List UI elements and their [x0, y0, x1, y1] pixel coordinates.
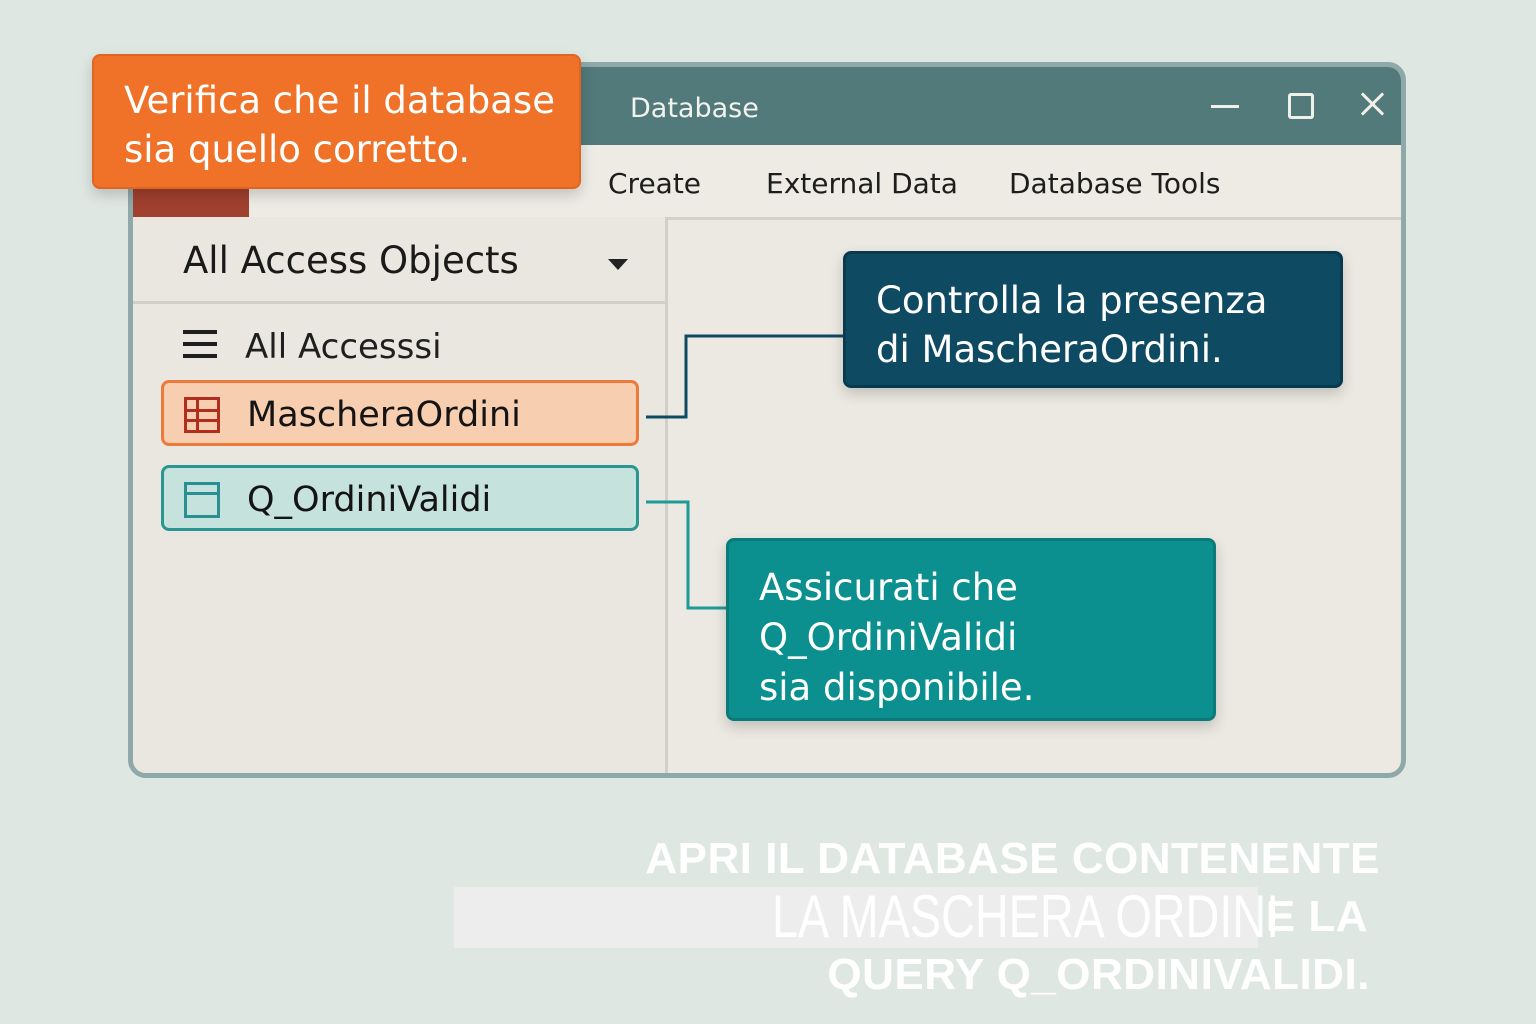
nav-item-q-ordinivalidi[interactable]: Q_OrdiniValidi	[161, 465, 639, 531]
caption-highlight-band	[454, 887, 1258, 948]
group-label: All Accesssi	[245, 327, 442, 367]
tab-external-data[interactable]: External Data	[766, 167, 958, 200]
caption-line-1: APRI IL DATABASE CONTENENTE	[645, 834, 1380, 883]
maximize-icon[interactable]	[1278, 85, 1322, 125]
tab-create[interactable]: Create	[608, 167, 702, 200]
callout-text: Q_OrdiniValidi	[759, 616, 1018, 659]
menu-icon	[183, 330, 217, 358]
callout-text: sia disponibile.	[759, 666, 1035, 709]
close-icon[interactable]	[1351, 85, 1395, 125]
navigation-pane: All Access Objects All Accesssi Maschera…	[133, 217, 668, 773]
window-title: Database	[630, 93, 759, 124]
callout-check-query: Assicurati che Q_OrdiniValidi sia dispon…	[726, 538, 1216, 721]
chevron-down-icon[interactable]	[608, 259, 628, 270]
navigation-pane-header[interactable]: All Access Objects	[133, 217, 665, 304]
minimize-icon[interactable]	[1203, 85, 1247, 125]
navigation-pane-title: All Access Objects	[183, 239, 519, 282]
form-icon	[184, 482, 220, 518]
callout-check-mascheraordini: Controlla la presenza di MascheraOrdini.	[843, 251, 1343, 388]
callout-text: Assicurati che	[759, 566, 1018, 609]
nav-item-label: MascheraOrdini	[247, 395, 521, 435]
caption-highlight-text: LA MASCHERA ORDINI	[772, 883, 1280, 950]
callout-text: Verifica che il database	[124, 79, 555, 122]
nav-item-mascheraordini[interactable]: MascheraOrdini	[161, 380, 639, 446]
callout-text: Controlla la presenza	[876, 279, 1268, 322]
tab-database-tools[interactable]: Database Tools	[1009, 167, 1221, 200]
table-icon	[184, 397, 220, 433]
caption-line-2: E LA	[1265, 892, 1368, 941]
callout-text: di MascheraOrdini.	[876, 328, 1223, 371]
nav-item-label: Q_OrdiniValidi	[247, 480, 492, 520]
callout-verify-database: Verifica che il database sia quello corr…	[92, 54, 581, 189]
caption-line-3: QUERY Q_ORDINIVALIDI.	[827, 950, 1370, 999]
callout-text: sia quello corretto.	[124, 128, 471, 171]
